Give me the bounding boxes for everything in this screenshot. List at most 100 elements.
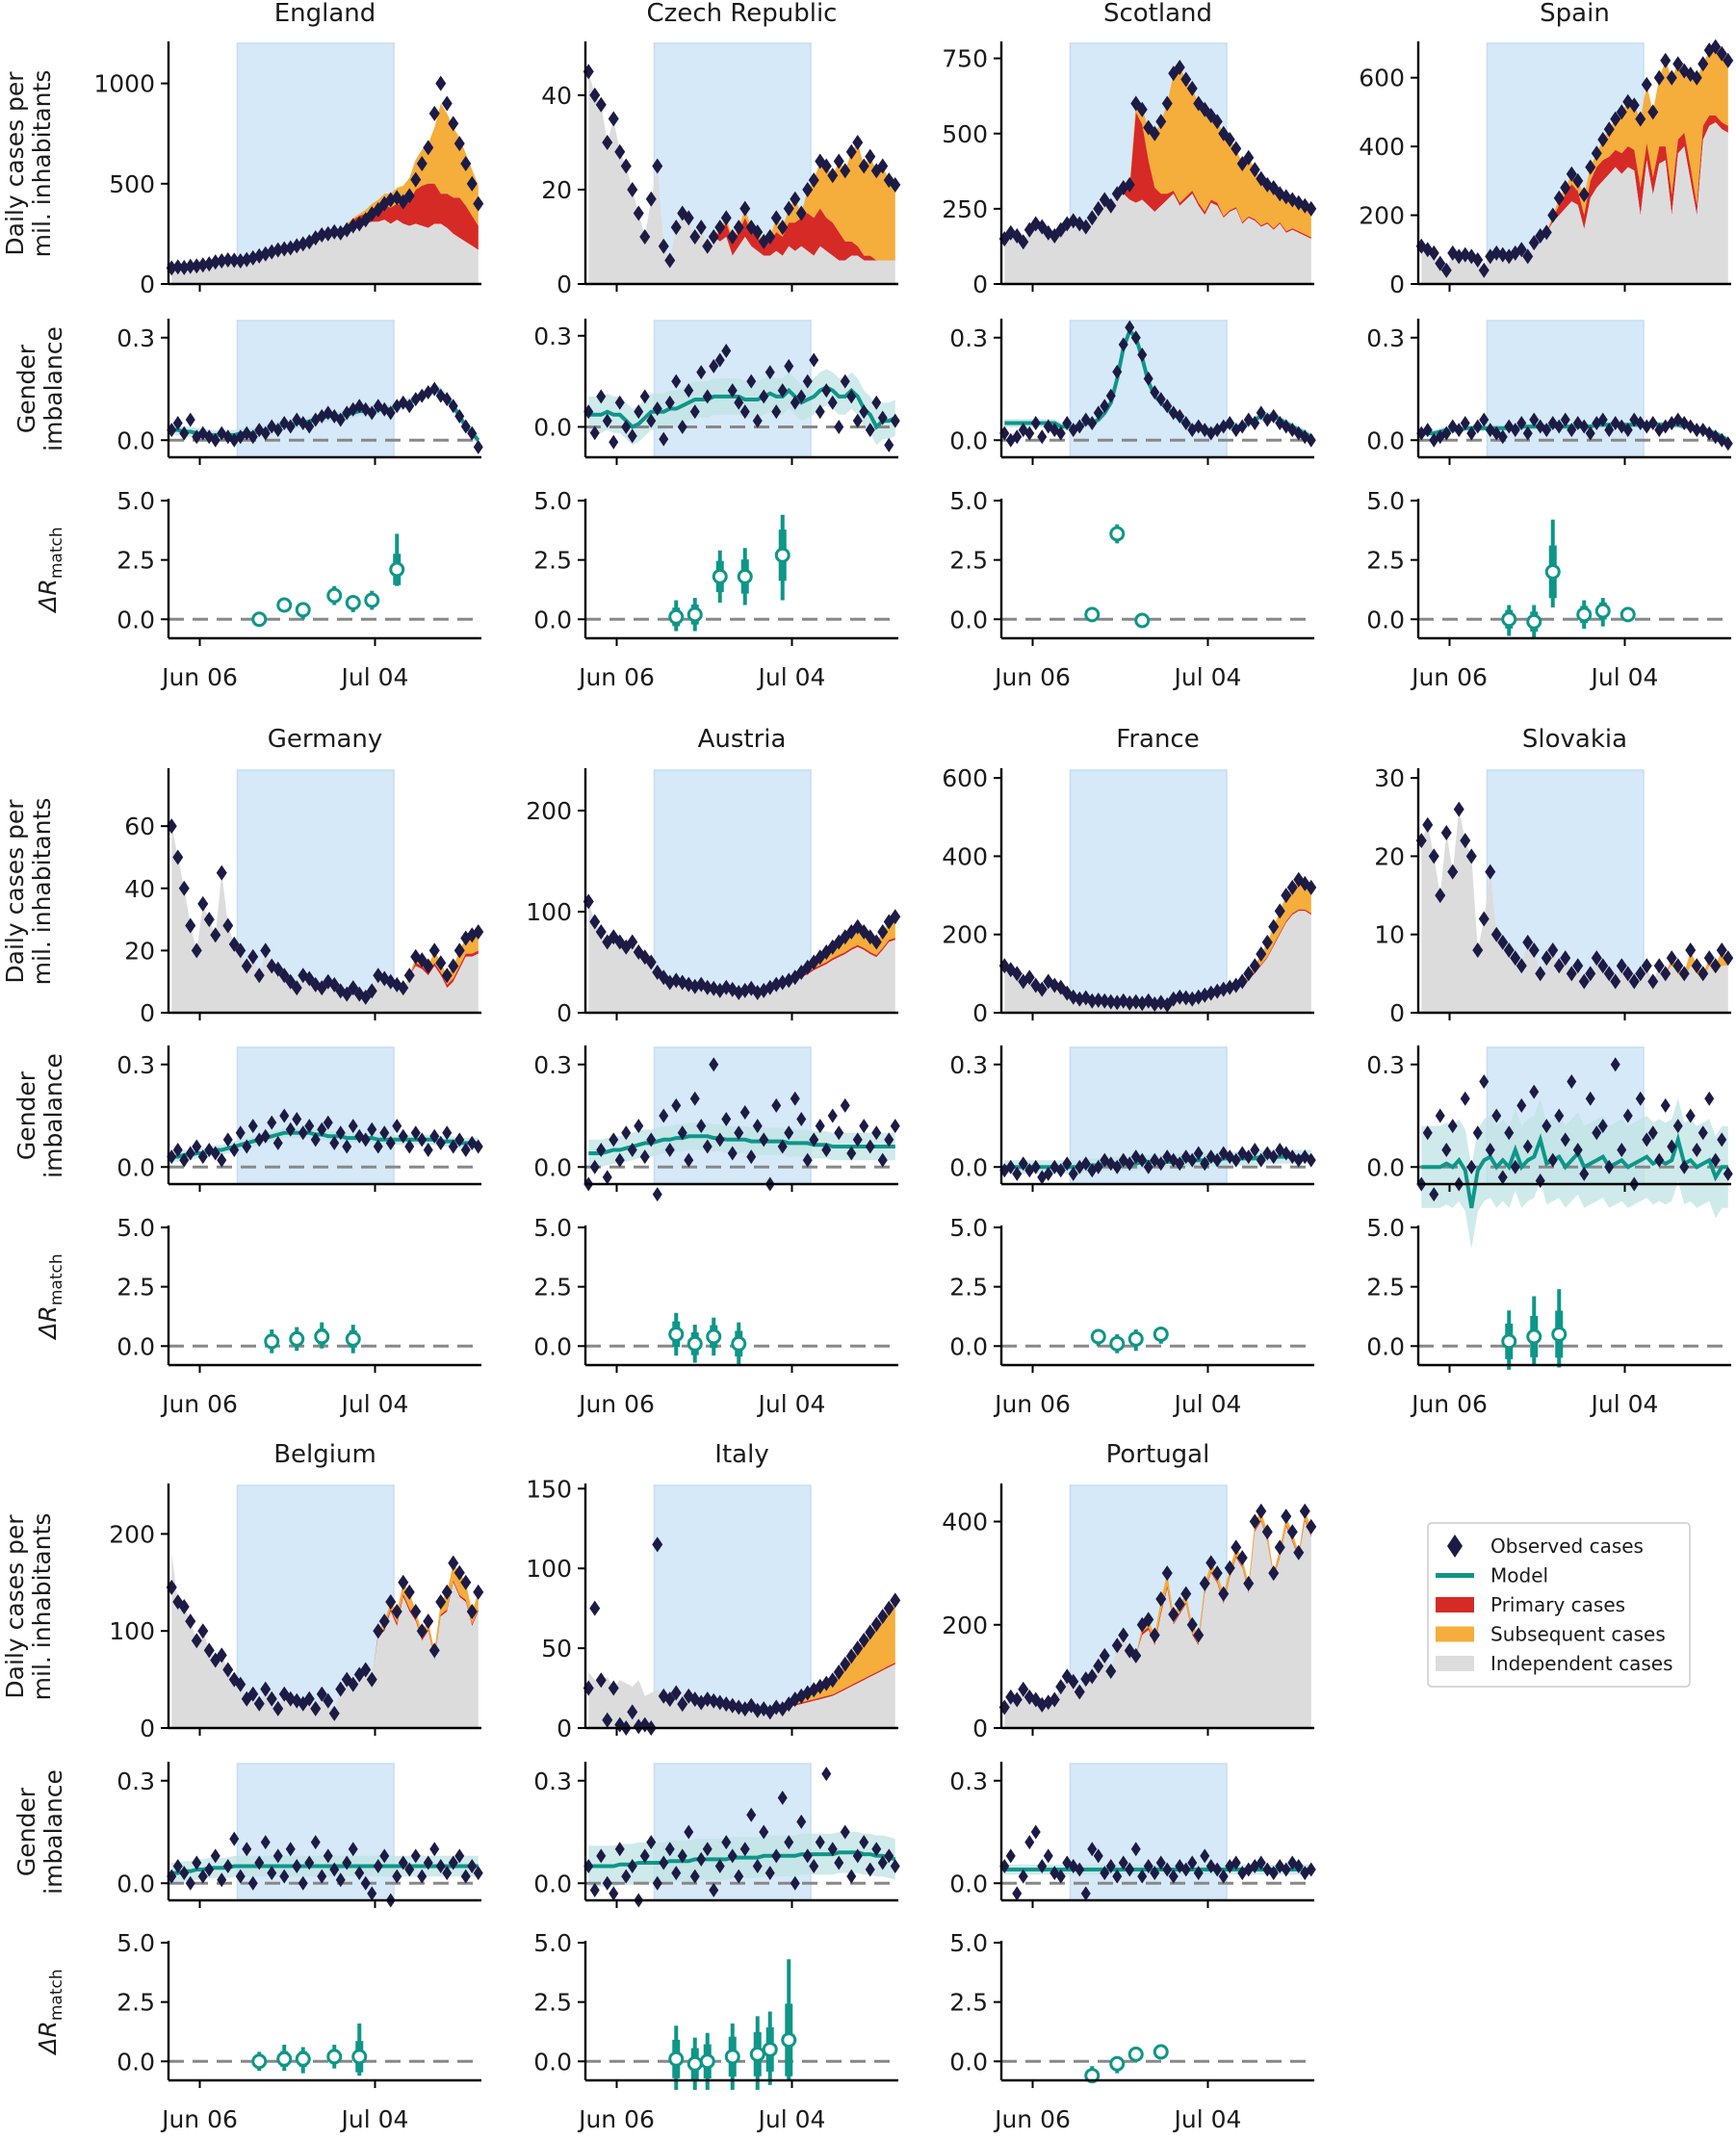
observed-cases-point	[178, 880, 190, 896]
observed-imbalance-point	[229, 1831, 240, 1846]
x-tick-label: Jun 06	[577, 1390, 655, 1418]
observed-imbalance-point	[752, 1119, 763, 1134]
y-tick-label: 200	[109, 1520, 155, 1548]
observed-cases-point	[790, 191, 801, 207]
observed-imbalance-point	[752, 1859, 763, 1873]
observed-imbalance-point	[1572, 1143, 1583, 1157]
observed-imbalance-point	[796, 1814, 807, 1829]
observed-imbalance-point	[1522, 1139, 1533, 1154]
y-tick-label: 2.5	[533, 547, 572, 575]
observed-cases-point	[1716, 45, 1727, 62]
y-axis-label-line: imbalance	[39, 1053, 67, 1178]
y-tick-label: 20	[1374, 842, 1405, 870]
observed-imbalance-point	[429, 381, 440, 397]
y-tick-label: 20	[541, 176, 572, 204]
x-tick-label: Jul 04	[1590, 1390, 1659, 1418]
observed-imbalance-point	[846, 389, 857, 404]
y-axis-label: Genderimbalance	[13, 326, 67, 451]
y-axis-label: Genderimbalance	[13, 1769, 67, 1895]
observed-cases-point	[664, 252, 676, 269]
observed-cases-point	[1199, 1575, 1210, 1591]
observed-imbalance-point	[609, 1886, 619, 1901]
observed-cases-point	[1268, 918, 1280, 935]
observed-imbalance-point	[1560, 1132, 1570, 1148]
observed-imbalance-point	[802, 374, 813, 389]
observed-imbalance-point	[815, 1119, 825, 1134]
y-tick-label: 0.0	[533, 606, 572, 633]
observed-imbalance-point	[1055, 1869, 1066, 1884]
y-tick-label: 150	[526, 1475, 572, 1503]
observed-cases-point	[1080, 219, 1092, 235]
observed-cases-point	[448, 116, 459, 132]
observed-imbalance-point	[448, 1139, 458, 1154]
observed-imbalance-point	[179, 1866, 190, 1881]
observed-cases-point	[441, 95, 453, 112]
observed-cases-point	[858, 158, 869, 174]
y-tick-label: 0	[557, 271, 572, 298]
observed-cases-point	[589, 87, 601, 103]
delta-r-median-point	[389, 561, 405, 578]
observed-cases-point	[1710, 39, 1722, 55]
observed-imbalance-point	[777, 383, 788, 399]
observed-imbalance-point	[727, 383, 738, 399]
observed-imbalance-point	[267, 1866, 277, 1881]
championship-period	[1069, 1763, 1228, 1901]
observed-imbalance-point	[460, 1143, 471, 1157]
observed-imbalance-point	[1692, 423, 1702, 438]
observed-cases-point	[1155, 114, 1167, 130]
observed-cases-point	[1174, 60, 1185, 75]
observed-imbalance-point	[1130, 1842, 1141, 1857]
observed-cases-point	[1528, 942, 1540, 958]
observed-imbalance-point	[1030, 1159, 1041, 1174]
observed-imbalance-point	[1162, 1862, 1173, 1877]
observed-imbalance-point	[752, 413, 763, 428]
observed-cases-point	[595, 96, 607, 113]
observed-imbalance-point	[759, 389, 769, 404]
observed-imbalance-point	[1125, 1862, 1135, 1877]
observed-cases-point	[1697, 56, 1709, 72]
y-tick-label: 400	[1359, 133, 1405, 161]
y-tick-label: 50	[541, 1635, 572, 1663]
y-tick-label: 5.0	[1366, 1214, 1405, 1242]
observed-imbalance-point	[659, 1108, 669, 1123]
observed-imbalance-point	[846, 1146, 857, 1161]
observed-cases-point	[191, 1633, 202, 1649]
y-tick-label: 5.0	[533, 487, 572, 515]
observed-cases-point	[1472, 252, 1484, 268]
observed-cases-point	[323, 1692, 334, 1709]
observed-cases-point	[1560, 180, 1571, 195]
y-tick-label: 0.0	[533, 1332, 572, 1360]
observed-imbalance-point	[702, 1842, 713, 1857]
observed-cases-point	[1691, 958, 1702, 974]
observed-imbalance-point	[589, 1882, 600, 1897]
observed-imbalance-point	[1268, 1866, 1279, 1881]
observed-cases-point	[633, 205, 644, 221]
observed-imbalance-point	[1187, 1855, 1198, 1870]
observed-cases-point	[1231, 141, 1242, 157]
observed-cases-point	[466, 175, 478, 192]
observed-cases-point	[435, 955, 447, 971]
observed-imbalance-point	[323, 1848, 333, 1864]
observed-cases-point	[1697, 966, 1709, 982]
observed-imbalance-point	[1024, 426, 1035, 441]
observed-imbalance-point	[304, 1119, 315, 1134]
observed-imbalance-point	[1597, 1119, 1608, 1134]
observed-imbalance-point	[204, 1862, 215, 1877]
observed-cases-point	[870, 934, 882, 950]
y-tick-label: 2.5	[949, 1274, 988, 1302]
observed-imbalance-point	[1679, 1159, 1690, 1174]
observed-imbalance-point	[1429, 1187, 1439, 1202]
y-tick-label: 0.0	[117, 1153, 155, 1181]
observed-imbalance-point	[877, 1855, 888, 1870]
observed-imbalance-point	[1610, 1057, 1620, 1072]
observed-imbalance-point	[859, 1835, 869, 1850]
observed-imbalance-point	[279, 1108, 290, 1123]
observed-cases-point	[266, 1690, 277, 1707]
x-tick-label: Jun 06	[1410, 663, 1488, 691]
observed-imbalance-point	[859, 404, 869, 420]
delta-r-median-point	[762, 2041, 778, 2057]
